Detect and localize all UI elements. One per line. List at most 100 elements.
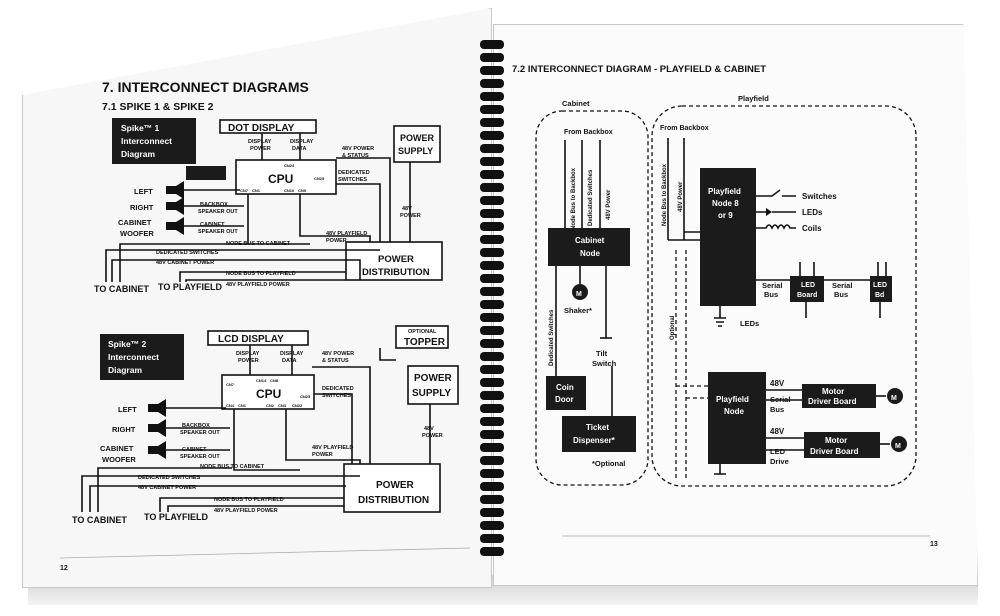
cabinet-label: Cabinet: [562, 99, 590, 108]
d1-left-label: LEFT: [134, 187, 153, 196]
d1-woofer-cone-icon: [176, 217, 184, 235]
playfield-label: Playfield: [738, 94, 769, 103]
d1-pd-2: DISTRIBUTION: [362, 267, 430, 278]
shaker-label: Shaker*: [564, 306, 592, 315]
d1-right-label: RIGHT: [130, 203, 154, 212]
d2-cpu-label: CPU: [256, 387, 281, 401]
d2-backbox-1: BACKBOX: [182, 423, 210, 429]
spiral-ring: [480, 534, 504, 543]
ledbd-1: LED: [873, 282, 887, 289]
coin-1: Coin: [556, 383, 574, 392]
dedsw-vertical: Dedicated Switches: [549, 309, 555, 366]
ticket-1: Ticket: [586, 423, 609, 432]
cabinet-node-box: [548, 228, 630, 266]
spiral-ring: [480, 508, 504, 517]
d2-pin-cn8: CN8: [270, 378, 279, 383]
spiral-ring: [480, 326, 504, 335]
d1-nodebus-pf: NODE BUS TO PLAYFIELD: [226, 271, 296, 277]
motor-2-icon: [891, 436, 907, 452]
right-title: 7.2 INTERCONNECT DIAGRAM - PLAYFIELD & C…: [512, 64, 766, 75]
d2-pin-cn3: CN3: [278, 403, 287, 408]
spiral-ring: [480, 404, 504, 413]
spiral-ring: [480, 53, 504, 62]
d2-nodebus-cab: NODE BUS TO CABINET: [200, 464, 265, 470]
motor-2-label: M: [895, 443, 901, 450]
cab-wire-48v: 48V Power: [606, 189, 612, 220]
tilt-2: Switch: [592, 359, 617, 368]
d1-woofer-icon: [166, 222, 176, 230]
d2-48v-1: 48V: [424, 426, 434, 432]
d1-power-distribution-box: [345, 241, 443, 281]
d1-pin-cn9: CN9: [298, 188, 307, 193]
left-page-content: 7. INTERCONNECT DIAGRAMS 7.1 SPIKE 1 & S…: [59, 79, 471, 572]
spiral-ring: [480, 144, 504, 153]
spiral-binding: [480, 40, 506, 560]
spike1-title-line3: Diagram: [121, 149, 155, 159]
d2-power-distribution-box: [343, 463, 441, 513]
spiral-ring: [480, 456, 504, 465]
d1-display-power-2: POWER: [250, 146, 271, 152]
d2-right-label: RIGHT: [112, 425, 136, 434]
d2-cpu-box: [221, 374, 315, 410]
sb1-2: Bus: [764, 290, 778, 299]
spiral-ring: [480, 170, 504, 179]
d1-display-power-1: DISPLAY: [248, 139, 272, 145]
d1-right-speaker-cone-icon: [176, 197, 184, 215]
d2-display-data-2: DATA: [282, 358, 296, 364]
d2-display-power-1: DISPLAY: [236, 351, 260, 357]
spiral-ring: [480, 118, 504, 127]
switches-label: Switches: [802, 192, 837, 201]
subsection-title: 7.1 SPIKE 1 & SPIKE 2: [102, 101, 214, 113]
d2-pd-2: DISTRIBUTION: [358, 495, 429, 506]
spiral-ring: [480, 79, 504, 88]
d2-pin-cn4: CN4: [226, 403, 235, 408]
md2-2: Driver Board: [810, 447, 859, 456]
d1-48vpf-2: POWER: [326, 238, 347, 244]
d1-pin-cn25: CN25: [314, 176, 325, 181]
d2-backbox-2: SPEAKER OUT: [180, 430, 220, 436]
leddrive-2: Drive: [770, 457, 789, 466]
d1-to-cabinet: TO CABINET: [94, 284, 149, 294]
playfield-dashed-boundary: [651, 105, 917, 487]
spiral-ring: [480, 300, 504, 309]
d2-pin-cn1: CN1: [238, 403, 247, 408]
d1-48vcab: 48V CABINET POWER: [156, 260, 214, 266]
d1-ps-2: SUPPLY: [398, 146, 433, 156]
d1-dedsw-2: SWITCHES: [338, 177, 367, 183]
spiral-ring: [480, 391, 504, 400]
spike2-title-line2: Interconnect: [108, 352, 159, 362]
sb2-2: Bus: [834, 290, 848, 299]
pfnode2-1: Playfield: [716, 395, 749, 404]
ticket-2: Dispenser*: [573, 436, 616, 445]
md1-2: Driver Board: [808, 397, 857, 406]
d2-48vpf-2: POWER: [312, 452, 333, 458]
cabinet-node-1: Cabinet: [575, 236, 605, 245]
spiral-ring: [480, 482, 504, 491]
lcd-display-label: LCD DISPLAY: [218, 334, 284, 345]
spiral-ring: [480, 313, 504, 322]
spiral-ring: [480, 469, 504, 478]
spike1-title-line1: Spike™ 1: [121, 123, 160, 133]
d2-pin-cn2: CN2: [266, 403, 275, 408]
d1-cpu-label: CPU: [268, 172, 293, 186]
spiral-ring: [480, 235, 504, 244]
cab-wire-dedsw: Dedicated Switches: [588, 169, 594, 226]
d1-48v-1: 48V: [402, 206, 412, 212]
spike2-title-box: [100, 334, 184, 380]
spiral-ring: [480, 183, 504, 192]
d1-dedsw-1: DEDICATED: [338, 170, 370, 176]
spiral-ring: [480, 196, 504, 205]
d1-woofer-label: WOOFER: [120, 229, 154, 238]
d2-pin-cn25: CN25: [300, 394, 311, 399]
pf-wire-48v: 48V Power: [678, 181, 684, 212]
spike2-title-line1: Spike™ 2: [108, 339, 147, 349]
motor-1-label: M: [891, 395, 897, 402]
d1-left-speaker-cone-icon: [176, 181, 184, 199]
d2-woofer-label: WOOFER: [102, 455, 136, 464]
d1-cabspk-2: SPEAKER OUT: [198, 229, 238, 235]
spiral-ring: [480, 248, 504, 257]
d2-topper-2: TOPPER: [404, 337, 446, 348]
motor-driver-board-2: [804, 432, 880, 458]
cab-from-backbox: From Backbox: [564, 129, 613, 136]
right-page-number: 13: [930, 541, 938, 548]
